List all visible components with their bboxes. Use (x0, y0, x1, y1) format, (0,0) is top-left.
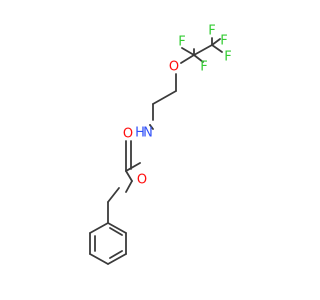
bond (125, 180, 133, 193)
bond (180, 54, 195, 64)
atom-label-h: H (135, 126, 145, 141)
bond (211, 44, 223, 53)
bond (109, 227, 123, 236)
bond (181, 47, 195, 56)
atom-label-o-carbonyl: O (123, 127, 133, 142)
bond (193, 54, 204, 63)
bond (109, 250, 123, 259)
atom-label-f4: F (220, 34, 227, 49)
atom-label-f5: F (224, 50, 231, 65)
atom-label-o-fluoroether: O (169, 60, 179, 75)
bond (211, 38, 221, 46)
bond (89, 222, 109, 234)
atom-label-o-ether: O (137, 173, 147, 188)
molecule-structure: O O N H O F F F F F (89, 24, 232, 265)
bond (89, 253, 109, 265)
bond (107, 253, 127, 265)
benzene-ring (89, 222, 127, 265)
atom-label-f2: F (200, 60, 207, 75)
atom-label-f3: F (208, 24, 215, 39)
bond (193, 44, 213, 56)
atom-label-n: N (143, 126, 153, 141)
bond (152, 90, 177, 105)
bond (125, 162, 141, 172)
bond (125, 170, 133, 182)
bond (107, 187, 120, 203)
bond (107, 222, 127, 234)
atom-label-f1: F (178, 35, 185, 50)
